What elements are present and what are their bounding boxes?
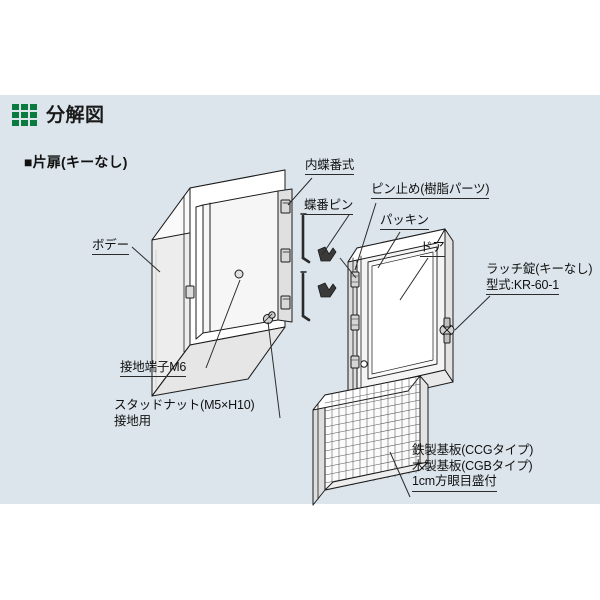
leader-body	[131, 246, 161, 273]
diagram-panel	[0, 95, 600, 504]
label-base-plate-line2: 木製基板(CGBタイプ)	[412, 458, 533, 473]
label-latch: ラッチ錠(キーなし) 型式:KR-60-1	[486, 262, 593, 295]
label-stud-nut-line2: 接地用	[114, 413, 151, 428]
label-base-plate: 鉄製基板(CCGタイプ) 木製基板(CGBタイプ) 1cm方眼目盛付	[412, 443, 533, 492]
leader-inner-hinge	[287, 177, 313, 206]
leader-ground-terminal	[205, 279, 241, 369]
ground-terminal	[234, 269, 244, 279]
leader-door-hinge	[339, 257, 357, 279]
label-hinge-pin: 蝶番ピン	[304, 198, 353, 215]
label-stud-nut-line1: スタッドナット(M5×H10)	[114, 398, 255, 412]
leader-base-plate	[389, 451, 411, 498]
page-title: 分解図	[46, 104, 105, 126]
label-latch-line1: ラッチ錠(キーなし)	[486, 262, 593, 276]
section-subtitle: ■片扉(キーなし)	[24, 154, 128, 170]
page-title-block: 分解図	[12, 104, 105, 126]
label-base-plate-line3: 1cm方眼目盛付	[412, 474, 497, 492]
label-inner-hinge: 内蝶番式	[305, 158, 354, 175]
label-stud-nut: スタッドナット(M5×H10) 接地用	[114, 398, 255, 429]
label-latch-line2: 型式:KR-60-1	[486, 278, 559, 295]
green-grid-icon	[12, 104, 37, 126]
leader-latch	[454, 295, 491, 331]
label-ground-terminal: 接地端子M6	[120, 360, 186, 377]
leader-pin-stopper	[354, 202, 377, 271]
door-panel	[347, 228, 455, 405]
label-base-plate-line1: 鉄製基板(CCGタイプ)	[412, 443, 534, 457]
pin-stopper-upper	[317, 246, 337, 262]
hinge-pin-lower	[300, 271, 311, 322]
leader-packing	[377, 231, 401, 269]
pin-stopper-lower	[317, 282, 337, 298]
leader-stud-nut	[267, 321, 281, 419]
stud-nut	[262, 311, 276, 325]
body-enclosure	[151, 169, 293, 397]
label-pin-stopper: ピン止め(樹脂パーツ)	[371, 182, 490, 199]
label-body: ボデー	[92, 238, 129, 255]
base-plate-grid	[312, 375, 429, 506]
label-door: ドア	[420, 240, 445, 257]
latch-lock	[439, 317, 455, 344]
leader-hinge-pin	[321, 214, 350, 256]
leader-door	[399, 257, 429, 301]
label-packing: パッキン	[380, 213, 429, 230]
